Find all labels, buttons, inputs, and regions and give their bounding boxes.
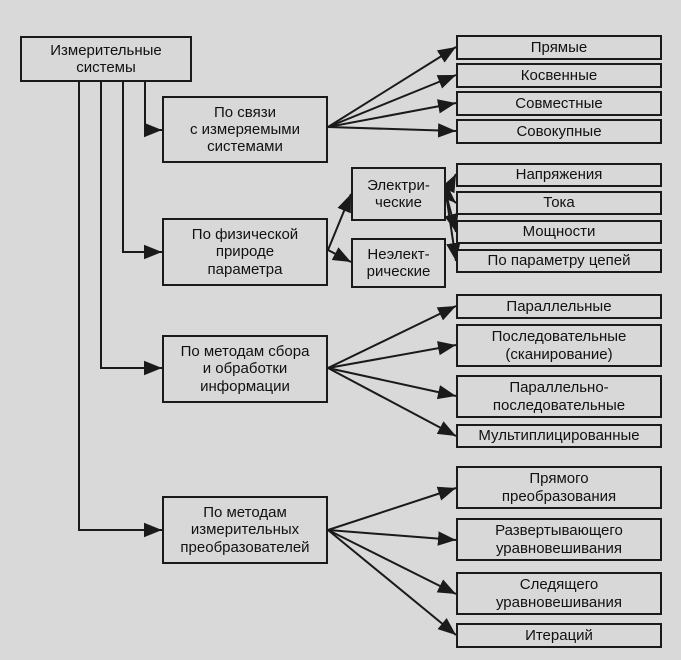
category-physical: По физической природе параметра [162,218,328,286]
leaf-indirect: Косвенные [456,63,662,88]
leaf-voltage: Напряжения [456,163,662,187]
root-to-collect-line [100,82,162,376]
category-methods-transducers: По методам измерительных преобразователе… [162,496,328,564]
leaf-aggregate: Совокупные [456,119,662,144]
leaf-tracking-balancing: Следящего уравновешивания [456,572,662,615]
leaf-current: Тока [456,191,662,215]
root-to-physical-line [122,82,162,260]
leaf-multiplexed: Мультиплицированные [456,424,662,448]
leaf-joint: Совместные [456,91,662,116]
leaf-parallel: Параллельные [456,294,662,319]
category-connection: По связи с измеряемыми системами [162,96,328,163]
leaf-power: Мощности [456,220,662,244]
leaf-parallel-sequential: Параллельно- последовательные [456,375,662,418]
root-box: Измерительные системы [20,36,192,82]
leaf-iterations: Итераций [456,623,662,648]
root-to-connection-line [144,82,162,138]
leaf-circuit-parameter: По параметру цепей [456,249,662,273]
leaf-direct-conversion: Прямого преобразования [456,466,662,509]
nonelectric-box: Неэлект- рические [351,238,446,288]
root-to-transducers-line [78,82,162,538]
leaf-sequential: Последовательные (сканирование) [456,324,662,367]
leaf-sweep-balancing: Развертывающего уравновешивания [456,518,662,561]
category-methods-collect: По методам сбора и обработки информации [162,335,328,403]
leaf-direct: Прямые [456,35,662,60]
electric-box: Электри- ческие [351,167,446,221]
